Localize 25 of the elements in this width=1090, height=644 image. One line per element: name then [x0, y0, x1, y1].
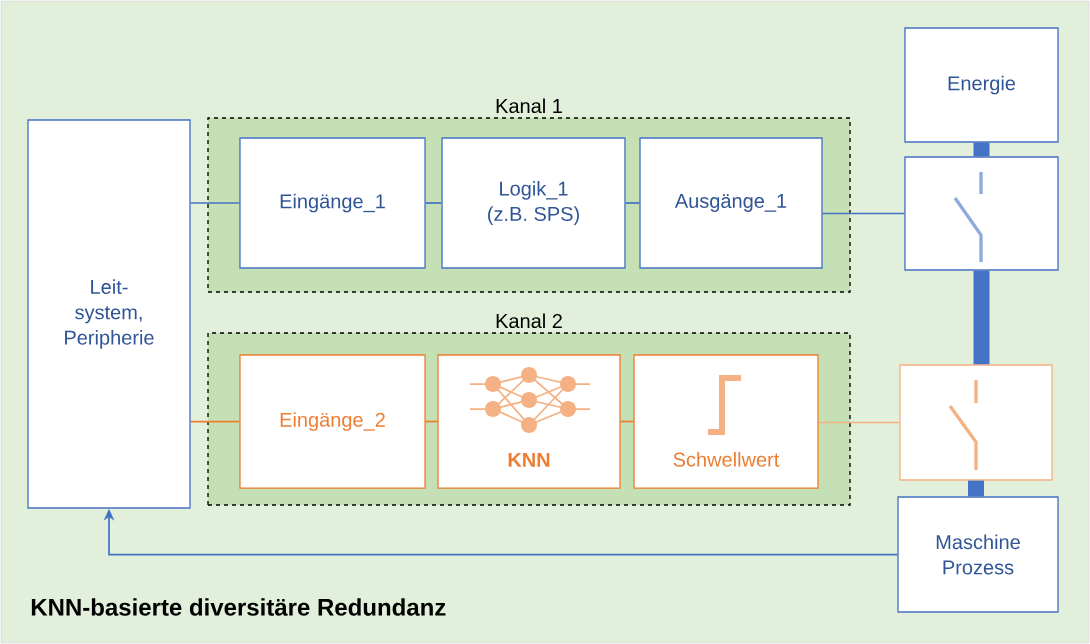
connector-line [189, 202, 241, 204]
process-box: Leit- system, Peripherie [27, 119, 191, 509]
process-box: Eingänge_1 [239, 137, 426, 269]
connector-line [624, 202, 641, 204]
switch-box [899, 364, 1053, 481]
connector-line [817, 421, 901, 424]
process-box: Maschine Prozess [897, 496, 1059, 613]
diagram-title: KNN-basierte diversitäre Redundanz [31, 598, 446, 616]
process-box: KNN [437, 354, 621, 489]
switch-box [904, 156, 1059, 271]
node-label: Kanal 1 [496, 98, 562, 114]
process-box: Schwellwert [633, 354, 819, 489]
process-box: Logik_1 (z.B. SPS) [441, 137, 626, 269]
process-box: Eingänge_2 [239, 354, 426, 489]
connector-line [424, 202, 443, 204]
connector-line [189, 420, 241, 423]
connector-line [619, 420, 635, 423]
connector-line [973, 142, 990, 157]
process-box: Ausgänge_1 [639, 137, 823, 269]
connector-line [424, 420, 439, 423]
connector-line [968, 480, 984, 497]
process-box: Energie [904, 27, 1059, 143]
connector-line [973, 270, 990, 365]
connector-line [821, 212, 906, 215]
node-label: Kanal 2 [496, 313, 562, 329]
